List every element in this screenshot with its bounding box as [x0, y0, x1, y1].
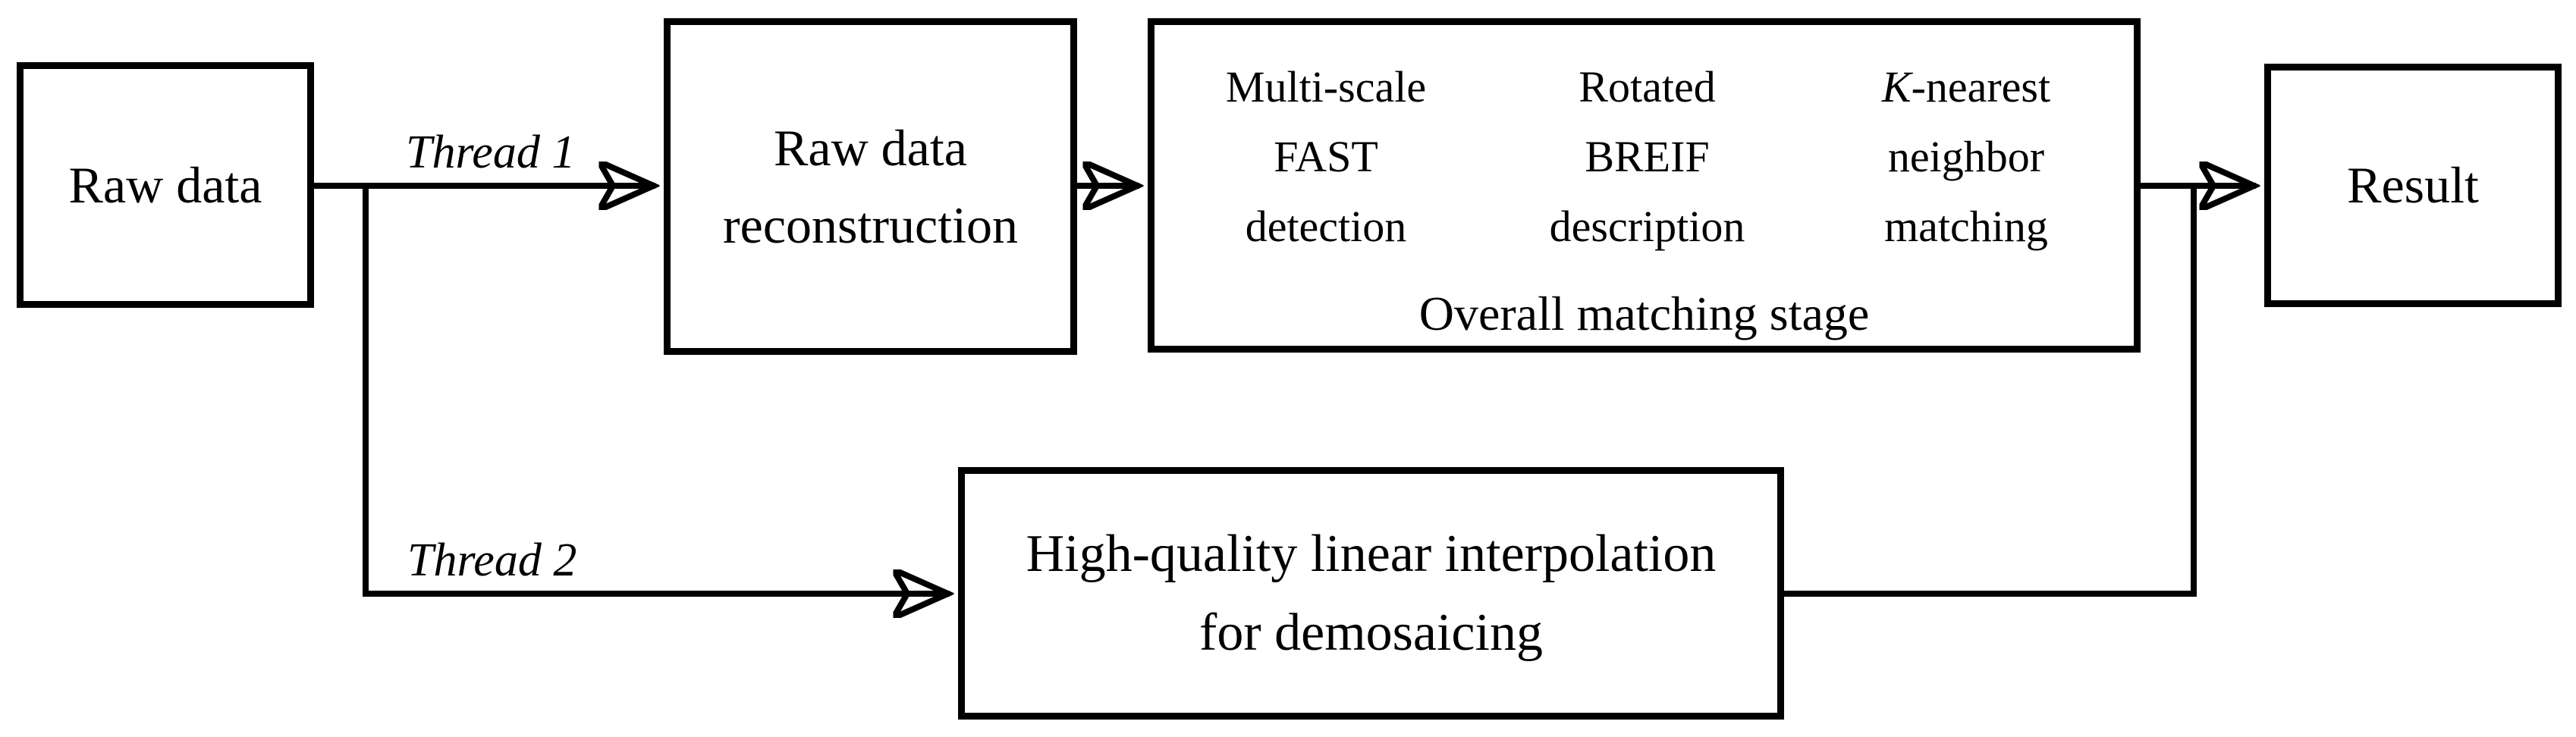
multi-scale-fast-detection-substage: Multi-scale FAST detection: [1178, 44, 1474, 270]
raw-data-reconstruction-label: Raw data reconstruction: [723, 119, 1018, 254]
rotated-breif-description-label: Rotated BREIF description: [1549, 62, 1745, 251]
multi-scale-fast-detection-label: Multi-scale FAST detection: [1225, 62, 1427, 251]
thread2-edge-label: Thread 2: [407, 535, 577, 586]
raw-data-reconstruction-node: Raw data reconstruction: [664, 18, 1077, 355]
thread1-edge-label: Thread 1: [406, 127, 576, 178]
knn-italic-k: K: [1881, 62, 1912, 111]
result-node: Result: [2264, 64, 2562, 307]
demosaicing-node: High-quality linear interpolation for de…: [958, 467, 1784, 720]
raw-data-label: Raw data: [68, 155, 262, 214]
k-nearest-neighbor-matching-substage: K-nearest neighbor matching: [1817, 44, 2115, 270]
demosaicing-label: High-quality linear interpolation for de…: [1026, 524, 1717, 662]
overall-matching-stage-node: [1148, 18, 2141, 353]
overall-matching-stage-caption: Overall matching stage: [1418, 287, 1870, 340]
k-nearest-neighbor-matching-label: K-nearest neighbor matching: [1882, 52, 2050, 262]
result-label: Result: [2347, 156, 2479, 214]
knn-label-rest: -nearest neighbor matching: [1884, 62, 2051, 251]
edge-demosaic-merge: [1781, 183, 2197, 597]
raw-data-node: Raw data: [17, 62, 314, 308]
rotated-breif-description-substage: Rotated BREIF description: [1502, 44, 1792, 270]
